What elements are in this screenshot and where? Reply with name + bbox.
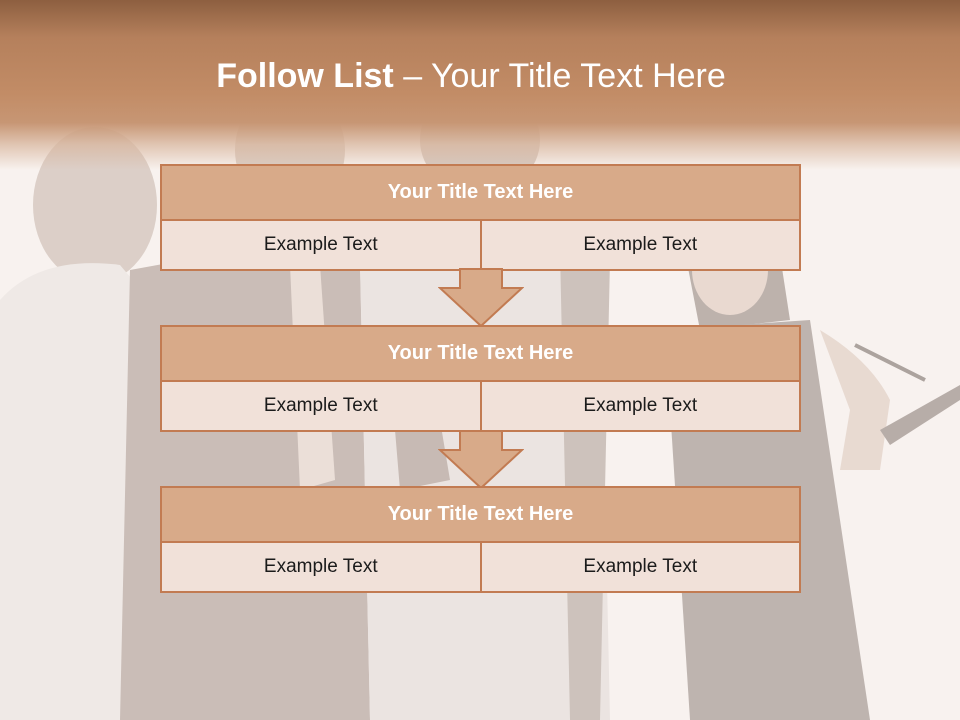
slide-title-rest: Your Title Text Here xyxy=(430,57,726,95)
list-block-3: Your Title Text Here Example Text Exampl… xyxy=(160,486,801,593)
block-row: Example Text Example Text xyxy=(160,221,801,271)
block-cell-left: Example Text xyxy=(263,234,378,255)
header-band xyxy=(0,0,960,170)
slide-title: Follow List – Your Title Text Here xyxy=(0,56,942,96)
block-cell-right: Example Text xyxy=(479,543,800,591)
slide-title-bold: Follow List xyxy=(216,57,394,95)
down-arrow-icon xyxy=(438,268,524,328)
down-arrow-icon xyxy=(438,430,524,490)
block-cell-left: Example Text xyxy=(263,556,378,577)
list-block-1: Your Title Text Here Example Text Exampl… xyxy=(160,164,801,271)
block-title: Your Title Text Here xyxy=(160,164,801,221)
block-cell-right: Example Text xyxy=(479,382,800,430)
block-cell-left: Example Text xyxy=(263,395,378,416)
block-row: Example Text Example Text xyxy=(160,382,801,432)
list-block-2: Your Title Text Here Example Text Exampl… xyxy=(160,325,801,432)
block-cell-right: Example Text xyxy=(479,221,800,269)
block-title: Your Title Text Here xyxy=(160,486,801,543)
slide-title-separator: – xyxy=(393,57,431,95)
block-title: Your Title Text Here xyxy=(160,325,801,382)
block-row: Example Text Example Text xyxy=(160,543,801,593)
